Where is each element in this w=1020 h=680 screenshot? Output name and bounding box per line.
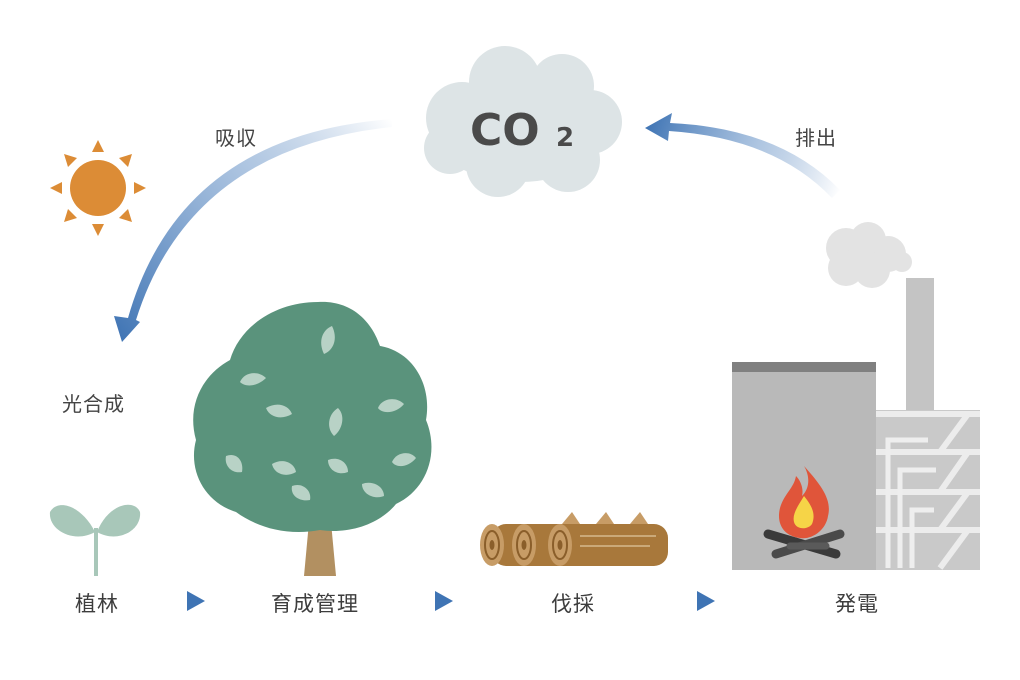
emit-label: 排出 — [795, 126, 837, 150]
step-arrow-2 — [435, 591, 453, 611]
step-arrow-1 — [187, 591, 205, 611]
co2-subscript: 2 — [556, 123, 574, 153]
photosynthesis-label: 光合成 — [62, 392, 125, 416]
sun-icon — [50, 140, 146, 236]
co2-cloud — [424, 46, 622, 197]
absorb-label: 吸収 — [215, 126, 257, 150]
tree-icon — [193, 301, 432, 576]
absorb-arrow — [114, 119, 392, 342]
step-harvesting: 伐採 — [551, 592, 595, 616]
smoke-cloud — [826, 222, 912, 288]
step-arrow-3 — [697, 591, 715, 611]
power-plant-icon — [732, 278, 980, 570]
fire-icon — [763, 466, 845, 559]
logs-icon — [480, 512, 668, 566]
sprout-icon — [49, 504, 141, 576]
step-power-generation: 発電 — [835, 592, 879, 616]
step-growth-management: 育成管理 — [271, 592, 359, 616]
emit-arrow — [645, 113, 840, 198]
step-planting: 植林 — [75, 592, 119, 616]
co2-text: CO — [470, 105, 540, 156]
